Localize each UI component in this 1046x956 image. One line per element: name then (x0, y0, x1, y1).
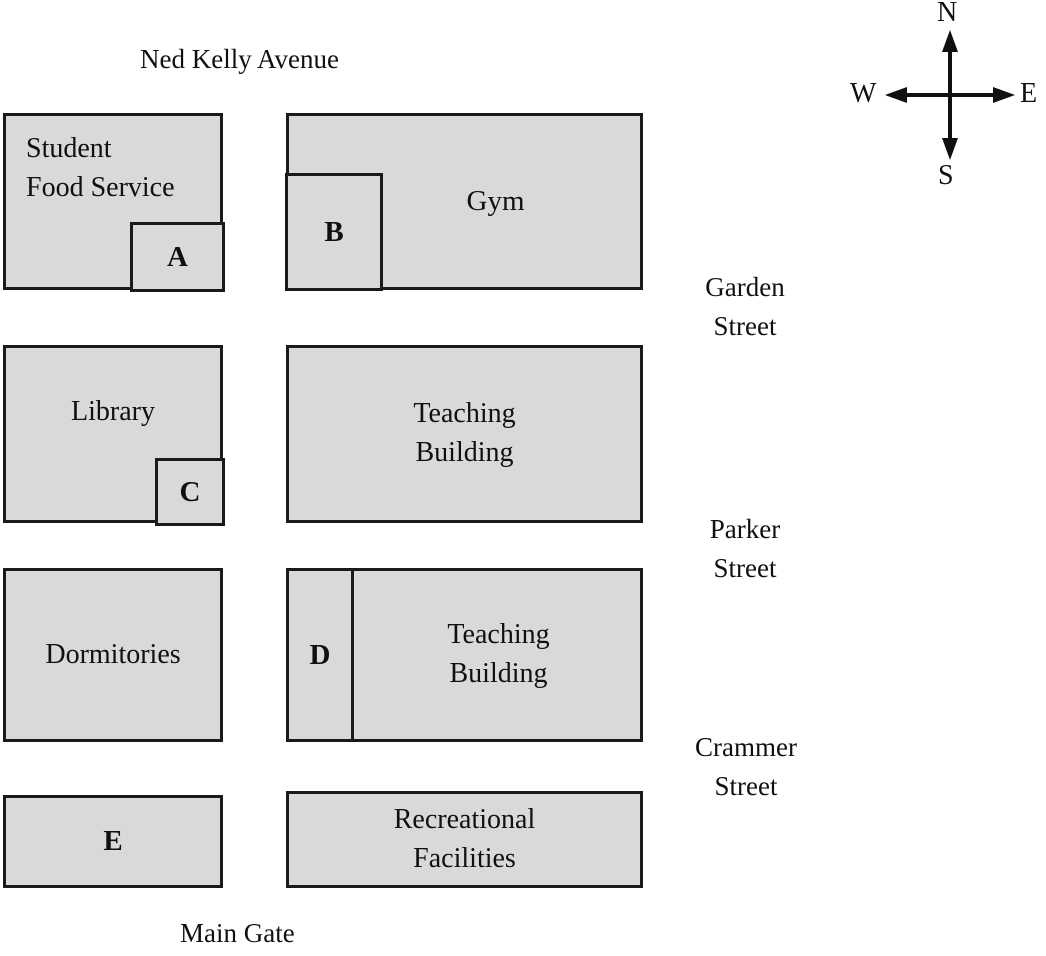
street-label-parker-street: Parker Street (680, 510, 810, 588)
compass-label-east: E (1020, 78, 1038, 109)
building-block-b[interactable]: B (285, 173, 383, 291)
building-label: Library (71, 395, 155, 427)
building-label: Dormitories (45, 638, 181, 670)
street-label-line1: Crammer (695, 732, 797, 762)
building-recreational-facilities[interactable]: Recreational Facilities (286, 791, 643, 888)
building-label-line1: Student (26, 133, 112, 164)
compass-label-north: N (937, 0, 958, 28)
building-label-line1: Teaching (413, 398, 516, 430)
building-teaching-building-upper[interactable]: Teaching Building (286, 345, 643, 523)
building-block-e[interactable]: E (3, 795, 223, 888)
building-block-c[interactable]: C (155, 458, 225, 526)
building-label: C (179, 475, 201, 508)
building-label: B (324, 215, 344, 248)
compass-label-west: W (850, 78, 877, 109)
street-label-line1: Parker (709, 514, 781, 544)
building-label-line1: Teaching (447, 619, 550, 651)
building-label: E (103, 825, 123, 858)
street-label-line1: Garden (705, 272, 785, 302)
building-label-line2: Facilities (413, 842, 516, 874)
building-label: A (167, 240, 188, 273)
map-label-main-gate: Main Gate (180, 918, 295, 948)
building-label: D (309, 638, 331, 671)
building-label: Gym (466, 185, 525, 218)
street-label-line2: Street (714, 771, 778, 802)
building-block-a[interactable]: A (130, 222, 225, 292)
building-label-line1: Recreational (393, 803, 536, 835)
compass-arrows-icon (885, 30, 1015, 160)
street-label-line2: Street (713, 311, 777, 342)
street-label-garden-street: Garden Street (680, 268, 810, 346)
street-label-crammer-street: Crammer Street (676, 728, 816, 806)
street-label-ned-kelly-avenue: Ned Kelly Avenue (140, 44, 339, 74)
building-dormitories[interactable]: Dormitories (3, 568, 223, 742)
building-block-d[interactable]: D (286, 568, 354, 742)
street-label-line2: Street (713, 553, 777, 584)
compass-label-south: S (938, 160, 954, 191)
building-label-line2: Building (449, 658, 548, 689)
compass-rose: N S E W (850, 0, 1045, 195)
building-label-line2: Food Service (26, 171, 175, 203)
building-label-line2: Building (415, 437, 514, 468)
